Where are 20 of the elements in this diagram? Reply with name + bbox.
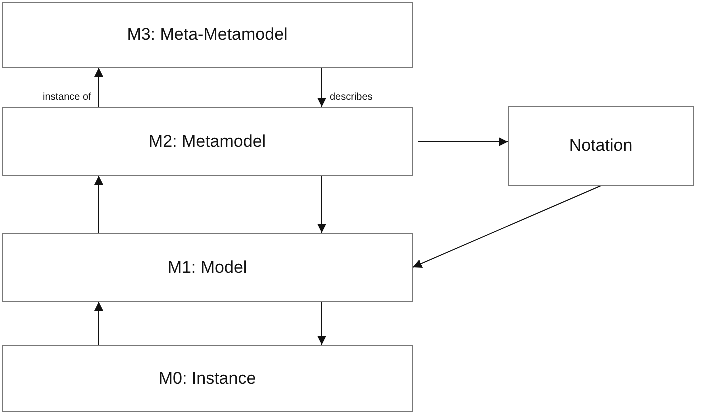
process-box [2, 345, 413, 412]
arrow [318, 176, 326, 234]
process-box [2, 2, 413, 68]
process-box [508, 106, 694, 186]
edge-label: describes [330, 92, 373, 102]
arrow [94, 176, 104, 234]
node-label: M1: Model [168, 258, 248, 278]
arrow [412, 186, 602, 268]
node-label: M0: Instance [158, 368, 256, 388]
arrow [318, 68, 326, 108]
node-label: M3: Meta-Metamodel [127, 25, 288, 45]
arrow [94, 302, 104, 346]
arrow [418, 138, 508, 146]
process-box [2, 107, 413, 176]
arrow [94, 68, 104, 108]
process-box [2, 233, 413, 302]
edge-label: instance of [43, 92, 92, 102]
node-label: Notation [569, 136, 633, 156]
arrow [318, 302, 326, 346]
node-label: M2: Metamodel [148, 132, 266, 152]
